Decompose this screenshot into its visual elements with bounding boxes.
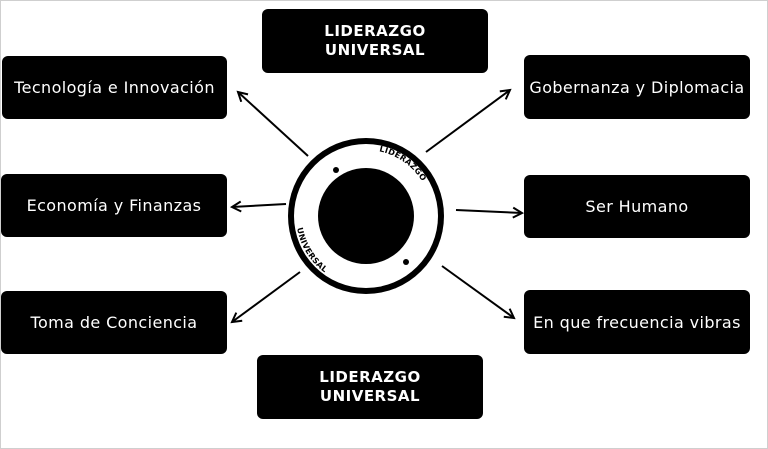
emblem-dot-top (333, 167, 339, 173)
title-bottom-label: LIDERAZGO UNIVERSAL (319, 368, 421, 405)
node-economia: Economía y Finanzas (1, 174, 227, 237)
node-tecnologia: Tecnología e Innovación (2, 56, 227, 119)
title-box-bottom: LIDERAZGO UNIVERSAL (257, 355, 483, 419)
emblem-dot-bottom (403, 259, 409, 265)
node-frecuencia-label: En que frecuencia vibras (533, 312, 741, 332)
node-conciencia-label: Toma de Conciencia (30, 313, 198, 332)
arrow-to-frecuencia (441, 265, 514, 318)
node-economia-label: Economía y Finanzas (26, 196, 202, 215)
title-box-top: LIDERAZGO UNIVERSAL (262, 9, 488, 73)
arrow-to-conciencia (232, 271, 301, 322)
arrow-to-gobernanza (425, 90, 510, 153)
node-frecuencia: En que frecuencia vibras (524, 290, 750, 354)
title-top-label: LIDERAZGO UNIVERSAL (324, 22, 426, 59)
node-ser-humano: Ser Humano (524, 175, 750, 238)
node-ser-humano-label: Ser Humano (585, 197, 689, 216)
node-tecnologia-label: Tecnología e Innovación (14, 78, 215, 97)
node-conciencia: Toma de Conciencia (1, 291, 227, 354)
central-emblem: LIDERAZGO UNIVERSAL (288, 138, 444, 294)
node-gobernanza-label: Gobernanza y Diplomacia (529, 77, 745, 97)
node-gobernanza: Gobernanza y Diplomacia (524, 55, 750, 119)
arrow-to-humano (455, 210, 522, 213)
arrow-to-econ (232, 204, 287, 207)
arrow-to-tech (238, 92, 309, 157)
